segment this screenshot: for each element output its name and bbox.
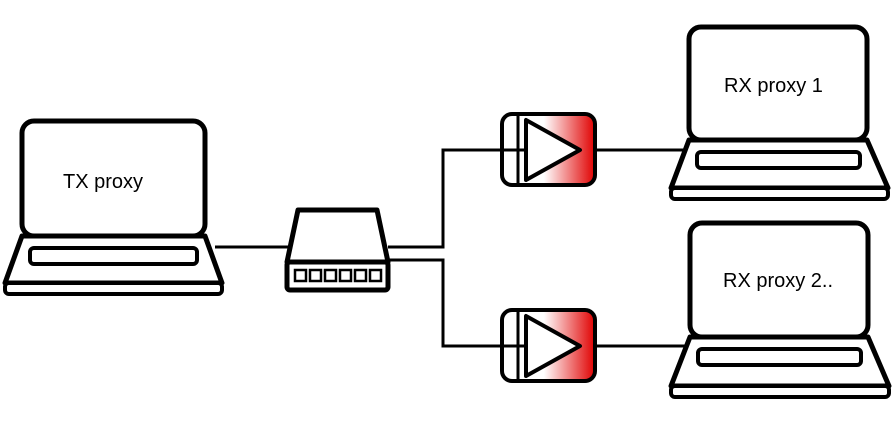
tx-proxy-label: TX proxy: [63, 171, 143, 193]
rx-laptop-2-icon: RX proxy 2..: [668, 220, 892, 399]
link-switch-to-amp-bottom: [388, 258, 500, 348]
amplifier-top-icon: [500, 112, 597, 187]
network-switch-icon: [284, 207, 391, 293]
tx-laptop-icon: TX proxy: [2, 118, 225, 296]
amplifier-bottom-icon: [500, 308, 597, 383]
connections: [215, 148, 685, 348]
rx-laptop-1-icon: RX proxy 1: [668, 24, 891, 201]
rx-proxy-1-label: RX proxy 1: [724, 75, 823, 97]
rx-proxy-2-label: RX proxy 2..: [723, 270, 833, 292]
link-switch-to-amp-top: [388, 148, 500, 249]
